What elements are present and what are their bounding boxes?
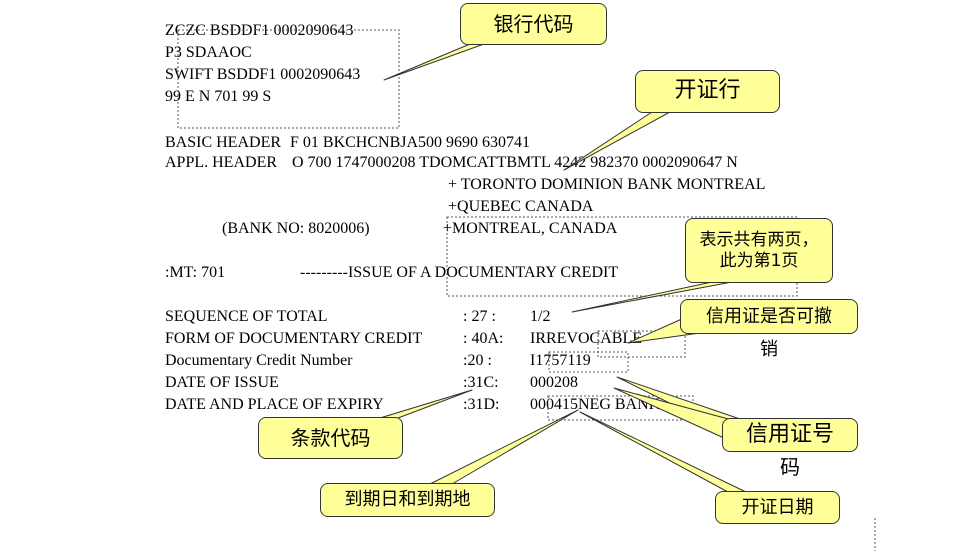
field-tag-sequence: : 27 : [463,308,496,325]
message-type-label: :MT: 701 [165,264,226,281]
field-name-form: FORM OF DOCUMENTARY CREDIT [165,330,423,347]
callout-clause-code: 条款代码 [258,417,403,459]
basic-header-label: BASIC HEADER [165,134,282,151]
field-name-credit-number: Documentary Credit Number [165,352,353,369]
callout-bank-code-text: 银行代码 [493,12,574,36]
field-tag-form: : 40A: [463,330,504,347]
callout-page-info-line-2: 此为第1页 [719,250,799,271]
field-tag-credit-number: :20 : [463,352,492,369]
field-value-sequence: 1/2 [530,308,551,325]
expiry-pointer [429,409,579,485]
header-block-dotted-box [177,29,400,129]
field-tag-expiry: :31D: [463,396,500,413]
callout-revocable: 信用证是否可撤 [680,299,858,334]
callout-expiry-text: 到期日和到期地 [344,489,471,511]
field-value-issue-date: 000208 [530,374,578,391]
callout-issuing-bank-text: 开证行 [674,78,741,104]
callout-clause-code-text: 条款代码 [290,426,371,450]
appl-header-value: O 700 1747000208 TDOMCATTBMTL 4242 98237… [292,154,738,171]
clause-code-pointer [379,389,473,419]
callout-issuing-bank: 开证行 [635,70,780,113]
callout-page-info-line-1: 表示共有两页， [699,230,819,251]
callout-revocable-line-1: 信用证是否可撤 [706,305,832,327]
bank-number: (BANK NO: 8020006) [222,220,370,237]
callout-bank-code: 银行代码 [460,3,607,45]
header-line-priority: P3 SDAAOC [165,44,252,61]
callout-issue-date-text: 开证日期 [741,496,814,518]
callout-revocable-line-2: 销 [760,339,778,360]
field-name-sequence: SEQUENCE OF TOTAL [165,308,328,325]
callout-credit-number-line-1: 信用证号 [745,421,834,447]
bank-line-city: +MONTREAL, CANADA [443,220,618,237]
header-line-swift: SWIFT BSDDF1 0002090643 [165,66,361,83]
callout-page-info: 表示共有两页， 此为第1页 [685,218,833,283]
field-name-expiry: DATE AND PLACE OF EXPIRY [165,396,384,413]
bank-line-name: + TORONTO DOMINION BANK MONTREAL [448,176,766,193]
basic-header-value: F 01 BKCHCNBJA500 9690 630741 [290,134,531,151]
callout-credit-number-line-2: 码 [780,455,800,479]
field-tag-issue-date: :31C: [463,374,499,391]
irrevocable-dotted-box [597,330,686,358]
field-value-form: IRREVOCABLE [530,330,642,347]
header-line-type: 99 E N 701 99 S [165,88,272,105]
callout-expiry: 到期日和到期地 [320,483,495,517]
field-name-issue-date: DATE OF ISSUE [165,374,279,391]
field-value-credit-number: I1757119 [530,352,591,369]
credit-number-dotted-box [548,351,629,373]
appl-header-label: APPL. HEADER [165,154,278,171]
message-type-title: ---------ISSUE OF A DOCUMENTARY CREDIT [300,264,619,281]
callout-issue-date: 开证日期 [715,491,840,524]
issuing-bank-pointer [563,111,671,171]
callout-credit-number: 信用证号 [722,418,858,452]
bank-line-province: +QUEBEC CANADA [448,198,594,215]
